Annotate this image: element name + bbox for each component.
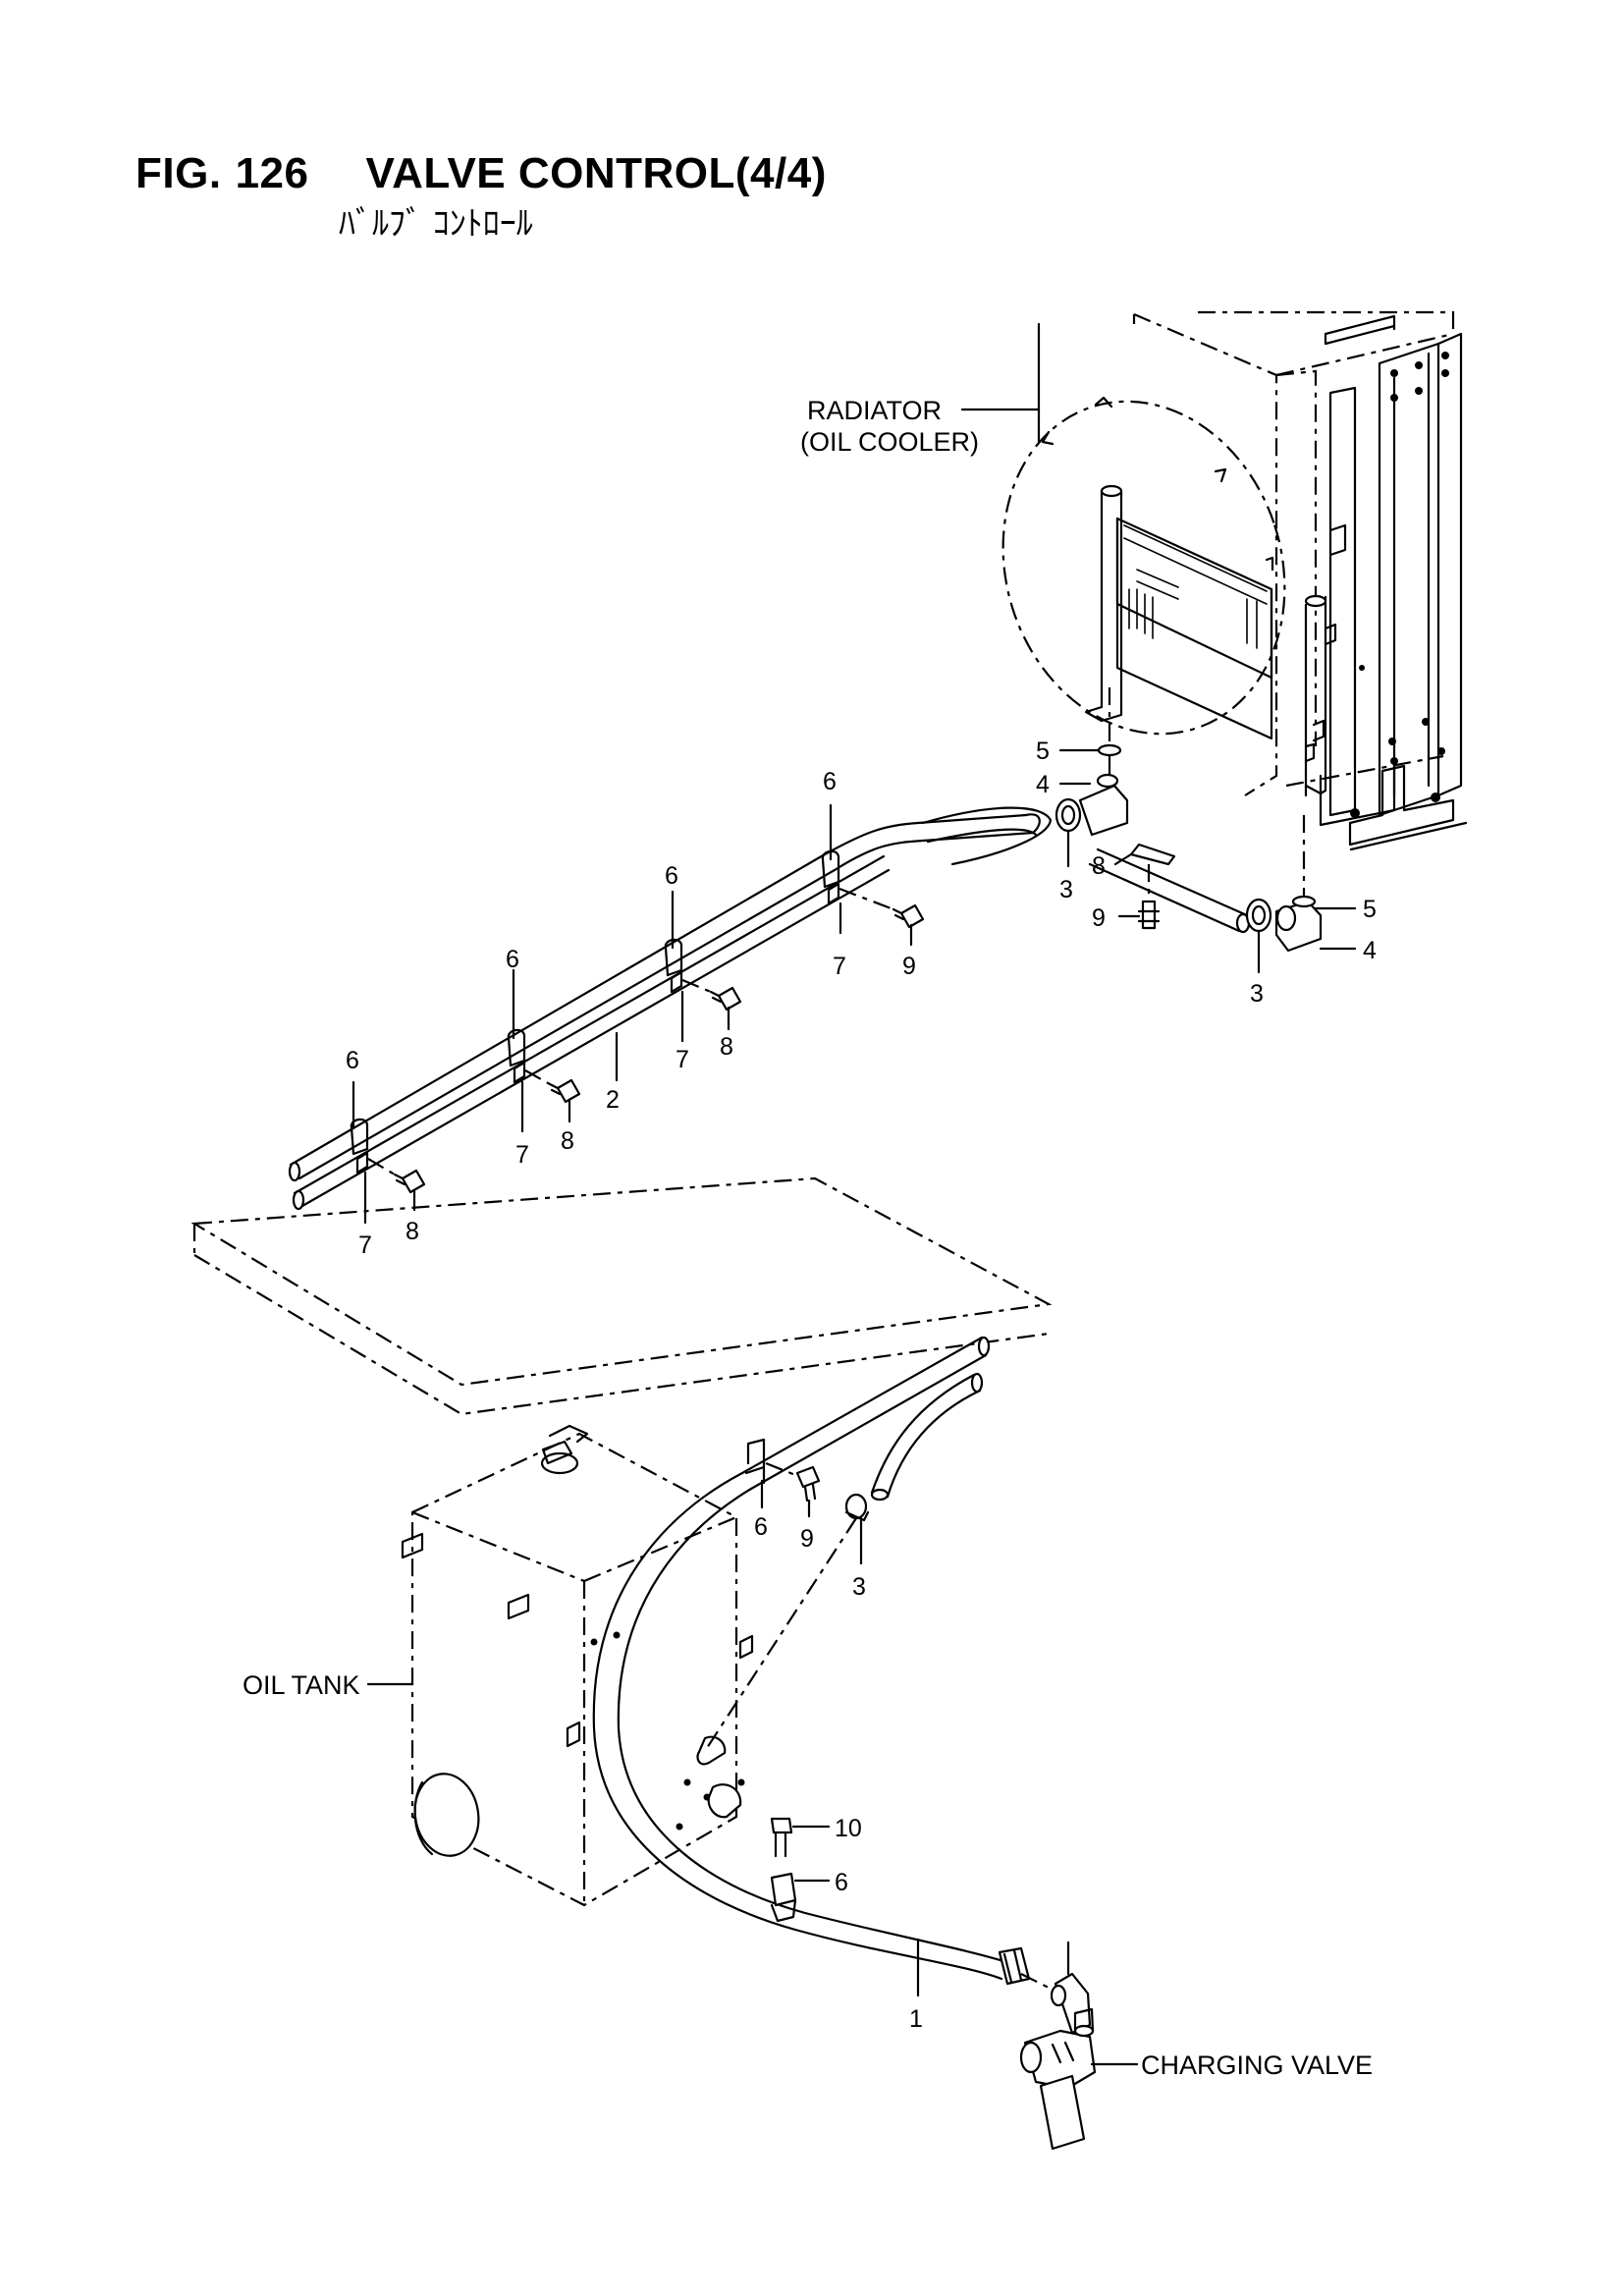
callout-7-c: 7 — [676, 1046, 689, 1073]
callout-9-a: 9 — [1092, 904, 1106, 932]
callout-6-c: 6 — [665, 862, 678, 890]
oil-tank: OIL TANK — [243, 1424, 754, 1907]
figure-name: VALVE CONTROL(4/4) — [365, 149, 827, 197]
radiator-label: RADIATOR — [807, 396, 942, 425]
callout-5-a: 5 — [1036, 738, 1050, 765]
callout-3-c: 3 — [852, 1573, 866, 1601]
callout-1: 1 — [909, 2005, 923, 2033]
charging-valve-label: CHARGING VALVE — [1141, 2050, 1373, 2080]
charging-valve: CHARGING VALVE — [1019, 2007, 1373, 2151]
callout-4-b: 4 — [1363, 937, 1377, 964]
figure-prefix: FIG. — [135, 149, 222, 197]
callout-4-a: 4 — [1036, 771, 1050, 798]
pipe-assembly-lower — [592, 1336, 1092, 2035]
callout-9-c: 10 — [835, 1815, 862, 1842]
callout-2: 2 — [606, 1086, 620, 1114]
callout-8-a: 8 — [406, 1218, 419, 1245]
bolt-8-a — [393, 1169, 426, 1194]
callout-6-f: 6 — [835, 1869, 848, 1896]
pipe-assembly-upper — [288, 687, 1323, 1211]
floor-plane — [190, 1176, 1053, 1416]
oil-tank-label: OIL TANK — [243, 1670, 360, 1700]
callout-7-d: 7 — [833, 953, 846, 980]
figure-subtitle: ﾊﾞﾙﾌﾞ ｺﾝﾄﾛｰﾙ — [339, 204, 533, 244]
oil-cooler-label: (OIL COOLER) — [800, 427, 979, 457]
callout-3-b: 3 — [1250, 980, 1264, 1008]
callout-6-a: 6 — [346, 1047, 359, 1074]
bolt-8-b — [548, 1078, 581, 1104]
bolt-8-d — [892, 903, 925, 929]
callout-7-e: 8 — [1092, 852, 1106, 880]
callout-6-b: 6 — [506, 946, 519, 973]
callout-8-c: 8 — [720, 1033, 733, 1061]
callout-5-b: 5 — [1363, 896, 1377, 923]
radiator-assembly: RADIATOR (OIL COOLER) — [800, 310, 1468, 851]
callout-3-a: 3 — [1059, 876, 1073, 903]
callout-6-d: 6 — [823, 768, 837, 795]
callouts: 6 6 6 6 7 7 7 7 8 8 8 8 9 2 3 3 — [346, 738, 1377, 2033]
figure-title: FIG. 126 VALVE CONTROL(4/4) — [135, 149, 827, 198]
figure-number: 126 — [235, 149, 309, 197]
bolt-8-c — [709, 986, 742, 1011]
callout-9-b: 9 — [800, 1525, 814, 1553]
callout-7-b: 7 — [515, 1141, 529, 1169]
callout-6-e: 6 — [754, 1513, 768, 1541]
callout-7-a: 7 — [358, 1231, 372, 1259]
callout-8-d: 9 — [902, 953, 916, 980]
callout-8-b: 8 — [561, 1127, 574, 1155]
